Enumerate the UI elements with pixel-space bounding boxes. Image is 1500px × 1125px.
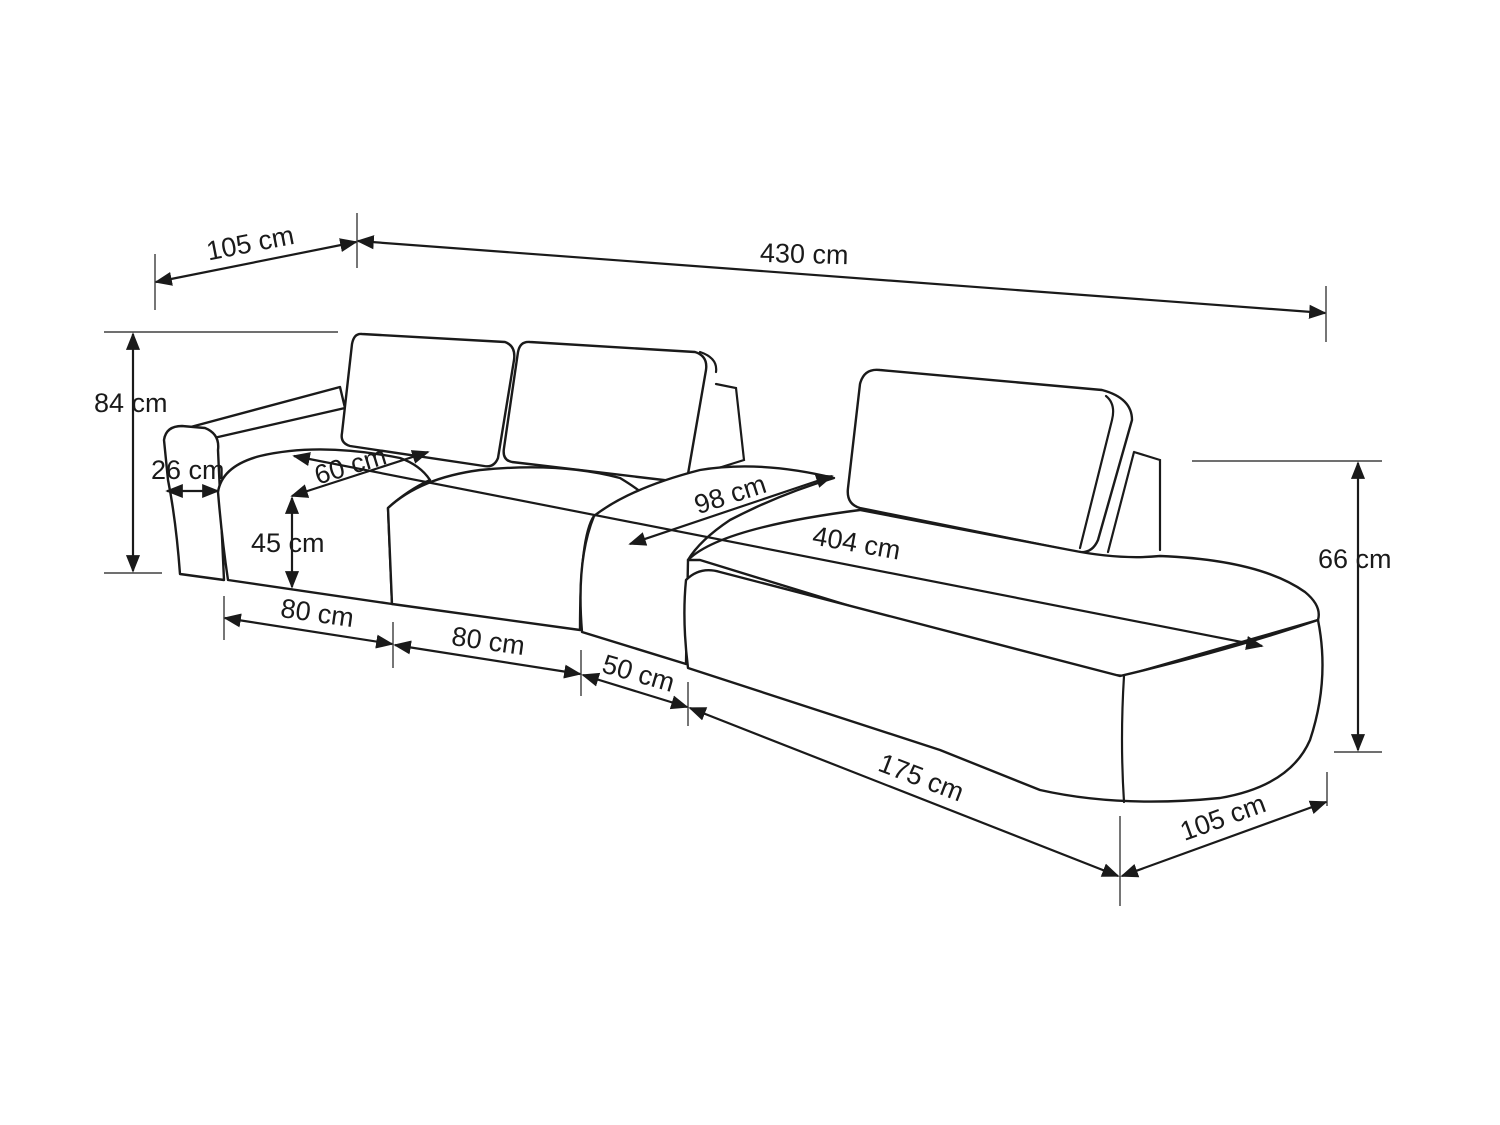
corner-width-arrow xyxy=(581,672,689,710)
length-total-label: 430 cm xyxy=(760,238,849,270)
seat-width-1-arrow xyxy=(223,613,394,649)
seat-depth-arrow xyxy=(292,452,1264,650)
seat-height-label: 45 cm xyxy=(251,528,325,558)
dimension-arrows xyxy=(125,235,1366,878)
length-total-arrow xyxy=(356,235,1327,319)
lounger-length-arrow xyxy=(688,706,1120,878)
left-armrest xyxy=(162,424,226,582)
lounger-front-seam xyxy=(1120,674,1126,804)
depth-top-label: 105 cm xyxy=(204,220,297,266)
armrest-width-label: 26 cm xyxy=(151,455,225,485)
middle-back-cushion xyxy=(502,340,708,483)
height-total-label: 84 cm xyxy=(94,388,168,418)
lounger-height-label: 66 cm xyxy=(1318,544,1392,574)
depth-top-arrow xyxy=(154,238,358,286)
seat-width-2-arrow xyxy=(393,640,582,679)
sofa-drawing xyxy=(162,332,1324,804)
lounger-width-arrow xyxy=(1120,800,1328,878)
